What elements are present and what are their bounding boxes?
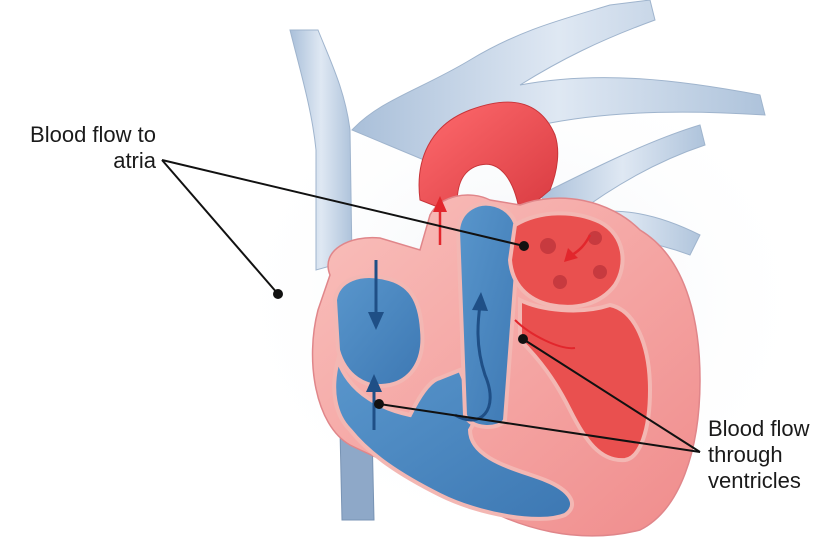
vein-opening <box>553 275 567 289</box>
pointer-dot-ventricles-upper <box>518 334 528 344</box>
right-atrium <box>335 276 422 386</box>
label-ventricles-line3: ventricles <box>708 468 810 494</box>
label-ventricles-line1: Blood flow <box>708 416 810 442</box>
label-blood-flow-to-atria: Blood flow to atria <box>6 122 156 174</box>
label-atria-line2: atria <box>6 148 156 174</box>
vein-opening <box>588 231 602 245</box>
pointer-dot-ventricles-lower <box>374 399 384 409</box>
pointer-dot-atria-upper <box>519 241 529 251</box>
label-atria-line1: Blood flow to <box>6 122 156 148</box>
vein-opening <box>593 265 607 279</box>
label-ventricles-line2: through <box>708 442 810 468</box>
vein-opening <box>540 238 556 254</box>
label-blood-flow-through-ventricles: Blood flow through ventricles <box>708 416 810 494</box>
pointer-dot-atria-lower <box>273 289 283 299</box>
